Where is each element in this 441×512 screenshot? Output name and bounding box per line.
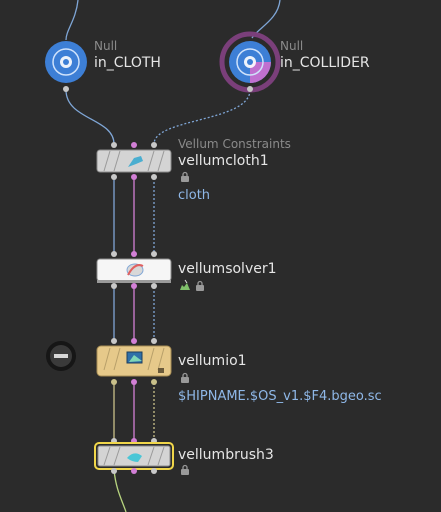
node-vellumcloth[interactable] bbox=[96, 142, 172, 180]
display-flag-icon bbox=[180, 279, 190, 290]
output-connector bbox=[131, 379, 137, 385]
wires bbox=[65, 0, 281, 512]
node-in-cloth[interactable] bbox=[45, 41, 87, 92]
node-type-label: Null bbox=[280, 39, 304, 53]
wire-downstream bbox=[113, 469, 127, 512]
vellum-solver-icon bbox=[126, 263, 144, 277]
output-connector bbox=[111, 379, 117, 385]
output-connector bbox=[151, 174, 157, 180]
output-connector bbox=[131, 283, 137, 289]
input-connector bbox=[111, 338, 117, 344]
input-connector bbox=[111, 142, 117, 148]
lock-icon bbox=[181, 171, 189, 182]
input-connector bbox=[151, 142, 157, 148]
node-param-label: $HIPNAME.$OS_v1.$F4.bgeo.sc bbox=[178, 389, 382, 404]
output-connector bbox=[111, 283, 117, 289]
output-connector bbox=[151, 379, 157, 385]
input-connector bbox=[151, 251, 157, 257]
file-cache-badge bbox=[158, 368, 164, 373]
input-connector bbox=[111, 251, 117, 257]
node-vellumio[interactable] bbox=[96, 338, 172, 385]
lock-icon bbox=[196, 280, 204, 291]
input-connector bbox=[131, 251, 137, 257]
template-flag bbox=[250, 62, 271, 83]
wire-upstream-cloth bbox=[65, 0, 79, 41]
output-connector bbox=[131, 468, 137, 474]
node-param-label: cloth bbox=[178, 188, 211, 203]
node-name-label[interactable]: in_CLOTH bbox=[94, 55, 161, 71]
output-connector bbox=[111, 174, 117, 180]
vellum-io-icon bbox=[126, 351, 143, 364]
input-connector bbox=[131, 338, 137, 344]
node-in-collider[interactable] bbox=[219, 31, 281, 93]
input-connector bbox=[131, 142, 137, 148]
output-connector bbox=[131, 174, 137, 180]
node-name-label[interactable]: in_COLLIDER bbox=[280, 55, 370, 71]
output-connector bbox=[111, 468, 117, 474]
output-connector bbox=[63, 86, 69, 92]
node-name-label[interactable]: vellumbrush3 bbox=[178, 447, 274, 463]
output-connector bbox=[151, 468, 157, 474]
node-name-label[interactable]: vellumcloth1 bbox=[178, 153, 269, 169]
vellum-constraints-icon bbox=[128, 156, 143, 167]
vellum-brush-icon bbox=[127, 453, 142, 462]
node-vellumbrush[interactable] bbox=[94, 438, 174, 474]
output-connector bbox=[151, 283, 157, 289]
node-name-label[interactable]: vellumio1 bbox=[178, 353, 247, 369]
node-type-label: Vellum Constraints bbox=[178, 137, 291, 151]
output-connector bbox=[247, 86, 253, 92]
null-node-ring bbox=[52, 48, 80, 76]
lock-icon bbox=[181, 372, 189, 383]
input-connector bbox=[151, 338, 157, 344]
node-type-label: Null bbox=[94, 39, 118, 53]
wire-cloth-to-vellumcloth bbox=[65, 89, 115, 145]
node-vellumsolver[interactable] bbox=[96, 251, 172, 289]
bypass-indicator-icon[interactable] bbox=[46, 341, 76, 371]
node-name-label[interactable]: vellumsolver1 bbox=[178, 261, 277, 277]
wire-collider-to-vellumcloth bbox=[153, 89, 251, 145]
lock-icon bbox=[181, 464, 189, 475]
